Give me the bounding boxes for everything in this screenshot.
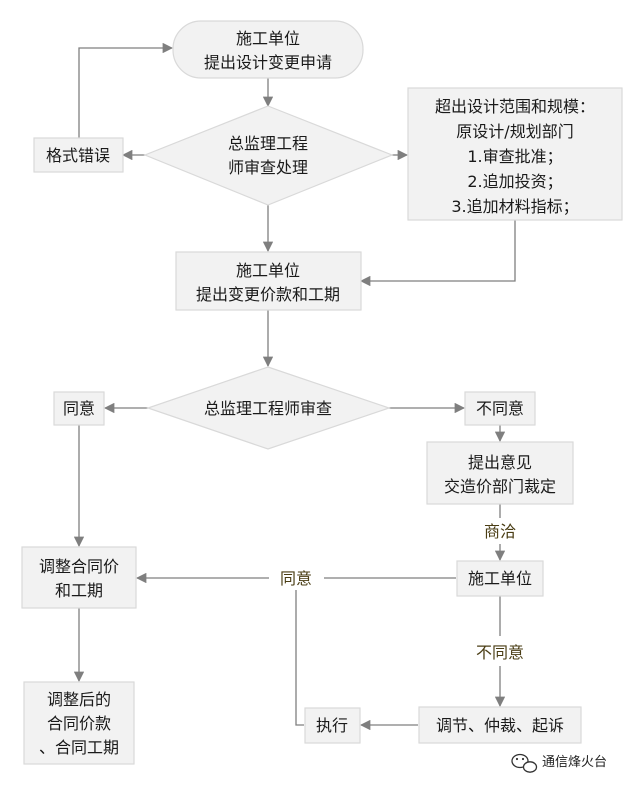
contractor-text: 施工单位 <box>468 569 532 588</box>
start-node-line-1: 施工单位 <box>236 29 300 48</box>
watermark: 通信烽火台 <box>511 753 607 773</box>
review1-line-1: 总监理工程 <box>228 134 308 153</box>
consult-label: 商洽 <box>484 522 516 541</box>
agree-node: 同意 <box>53 391 105 426</box>
opinion-line-1: 提出意见 <box>468 453 532 472</box>
exceed-line-4: 2.追加投资； <box>467 172 562 191</box>
contractor-node: 施工单位 <box>456 560 544 597</box>
start-node: 施工单位 提出设计变更申请 <box>172 20 364 79</box>
format-error-text: 格式错误 <box>46 146 110 165</box>
execute-node: 执行 <box>304 707 361 744</box>
final-line-2: 合同价款 <box>47 714 111 733</box>
execute-text: 执行 <box>316 716 348 735</box>
agree-text: 同意 <box>63 399 95 418</box>
final-node: 调整后的 合同价款 、合同工期 <box>23 681 135 765</box>
opinion-line-2: 交造价部门裁定 <box>444 477 556 496</box>
review2-text: 总监理工程师审查 <box>204 399 332 418</box>
disagree-node: 不同意 <box>464 391 536 426</box>
review2-decision: 总监理工程师审查 <box>146 366 391 450</box>
wechat-icon <box>511 753 538 773</box>
final-line-1: 调整后的 <box>47 690 111 709</box>
price-request-line-1: 施工单位 <box>236 261 300 280</box>
exceed-line-5: 3.追加材料指标； <box>451 197 578 216</box>
adjust-line-1: 调整合同价 <box>39 557 119 576</box>
arrow-format-error-to-start <box>78 42 174 138</box>
exceed-line-1: 超出设计范围和规模： <box>435 97 595 116</box>
review1-line-2: 师审查处理 <box>228 158 308 177</box>
final-line-3: 、合同工期 <box>39 738 119 757</box>
price-request-node: 施工单位 提出变更价款和工期 <box>175 251 362 311</box>
connectors <box>73 42 516 731</box>
format-error-node: 格式错误 <box>33 137 124 173</box>
agree-mid-label: 同意 <box>280 569 312 588</box>
disagree-label: 不同意 <box>476 643 524 662</box>
opinion-node: 提出意见 交造价部门裁定 <box>426 441 574 505</box>
watermark-text: 通信烽火台 <box>542 755 607 770</box>
start-node-line-2: 提出设计变更申请 <box>204 53 332 72</box>
exceed-line-2: 原设计/规划部门 <box>456 122 573 141</box>
line-agree-mid-to-execute <box>295 590 304 726</box>
exceed-scope-node: 超出设计范围和规模： 原设计/规划部门 1.审查批准； 2.追加投资； 3.追加… <box>407 87 623 221</box>
resolve-node: 调节、仲裁、起诉 <box>418 706 582 744</box>
review1-decision: 总监理工程 师审查处理 <box>143 105 394 206</box>
disagree-text: 不同意 <box>476 399 524 418</box>
price-request-line-2: 提出变更价款和工期 <box>196 285 340 304</box>
adjust-line-2: 和工期 <box>55 581 103 600</box>
adjust-node: 调整合同价 和工期 <box>21 546 137 609</box>
resolve-text: 调节、仲裁、起诉 <box>436 716 564 735</box>
exceed-line-3: 1.审查批准； <box>467 147 562 166</box>
arrow-exceed-to-price-request <box>359 220 516 287</box>
